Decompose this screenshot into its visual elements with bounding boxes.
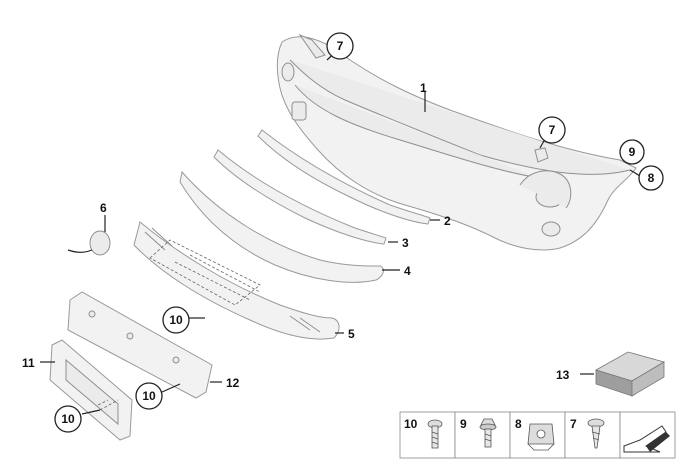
callout-13: 13 xyxy=(556,368,570,382)
callout-10-grille: 10 xyxy=(162,306,190,334)
legend-label-8: 8 xyxy=(515,417,522,431)
svg-text:10: 10 xyxy=(142,389,156,403)
screw-icon xyxy=(587,418,605,449)
callout-11: 11 xyxy=(22,356,35,370)
callout-10-bracket: 10 xyxy=(54,405,82,433)
screw-icon xyxy=(479,418,497,448)
trim-strip-3 xyxy=(213,149,387,245)
callout-5: 5 xyxy=(348,327,355,341)
legend-label-7: 7 xyxy=(570,417,577,431)
repair-kit-box-icon xyxy=(594,351,666,397)
harness-plug-6 xyxy=(67,215,111,256)
svg-text:10: 10 xyxy=(169,313,183,327)
plate-bracket-11 xyxy=(49,339,133,441)
callout-1: 1 xyxy=(420,81,427,95)
trim-strip-2 xyxy=(257,129,431,225)
callout-12: 12 xyxy=(226,376,240,390)
callout-3: 3 xyxy=(402,236,409,250)
svg-text:8: 8 xyxy=(648,171,655,185)
lower-spoiler-4 xyxy=(179,170,384,283)
callout-7-top: 7 xyxy=(326,32,354,60)
direction-arrow-icon xyxy=(623,425,670,453)
svg-text:7: 7 xyxy=(549,123,556,137)
bumper-cover xyxy=(276,33,637,251)
svg-text:10: 10 xyxy=(61,412,75,426)
callout-6: 6 xyxy=(100,201,107,215)
callout-10-holder: 10 xyxy=(135,382,163,410)
callout-9: 9 xyxy=(619,139,645,165)
callout-4: 4 xyxy=(404,264,411,278)
callout-7-right: 7 xyxy=(538,116,566,144)
svg-text:7: 7 xyxy=(337,39,344,53)
clip-nut-icon xyxy=(527,423,555,451)
screw-icon xyxy=(427,419,443,449)
callout-2: 2 xyxy=(444,214,451,228)
grille-5 xyxy=(133,221,340,340)
fastener-legend: 10 9 8 7 xyxy=(399,411,676,459)
callout-8: 8 xyxy=(638,165,664,191)
plate-holder-12 xyxy=(67,291,213,399)
legend-label-10: 10 xyxy=(404,417,418,431)
svg-text:9: 9 xyxy=(629,145,636,159)
legend-label-9: 9 xyxy=(460,417,467,431)
